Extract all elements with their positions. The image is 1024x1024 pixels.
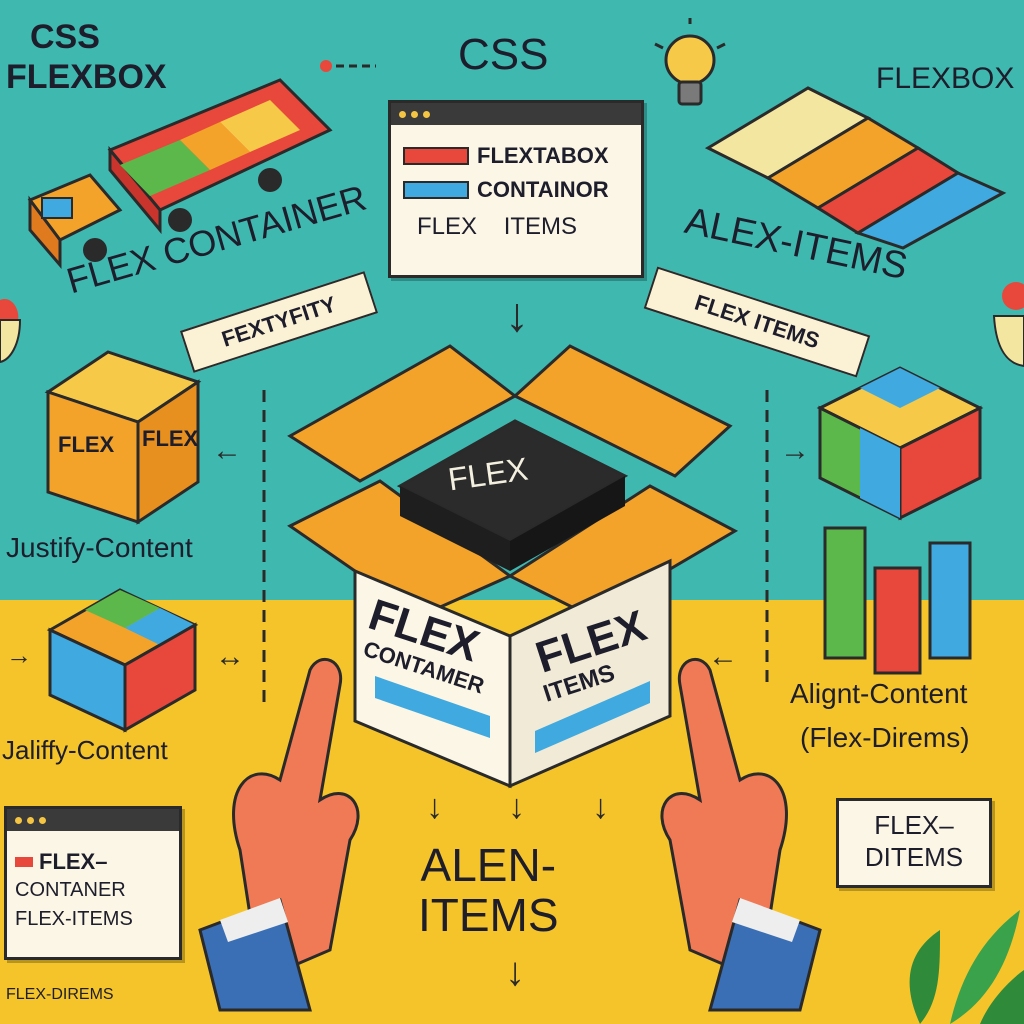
window-titlebar bbox=[391, 103, 641, 125]
open-box-icon bbox=[287, 344, 739, 789]
arrow-left-2: ← bbox=[708, 640, 738, 673]
right-sign: FLEX– DITEMS bbox=[836, 798, 992, 888]
cube-left-label-2: FLEX bbox=[142, 426, 199, 451]
arrow-down-b3: ↓ bbox=[592, 788, 609, 826]
flex-items-stripes bbox=[704, 86, 1007, 250]
bar-blocks-right bbox=[823, 526, 972, 675]
title-flexbox: FLEXBOX bbox=[6, 58, 167, 96]
window-line-3: FLEX ITEMS bbox=[417, 213, 578, 240]
lightbulb-icon bbox=[654, 18, 726, 106]
label-alen-items: ALEN- ITEMS bbox=[418, 839, 559, 941]
hand-icon bbox=[660, 657, 822, 1012]
label-flex-direms: (Flex-Direms) bbox=[800, 722, 970, 753]
bowl-right bbox=[992, 282, 1024, 368]
color-cube-left bbox=[46, 588, 199, 733]
arrow-down-b4: ↓ bbox=[505, 950, 525, 994]
arrow-down-b1: ↓ bbox=[426, 788, 443, 826]
truck-icon bbox=[27, 78, 333, 270]
bowl-left bbox=[0, 299, 22, 364]
title-flexbox-right: FLEXBOX bbox=[876, 62, 1015, 95]
label-justify-content: Justify-Content bbox=[6, 532, 193, 563]
left-window-line-1: FLEX– bbox=[39, 849, 108, 874]
hand-icon bbox=[198, 657, 360, 1012]
center-window: FLEXTABOX CONTAINOR FLEX ITEMS bbox=[388, 100, 644, 278]
window-line-1: FLEXTABOX bbox=[477, 143, 609, 168]
blue-swatch bbox=[403, 181, 469, 199]
left-window-line-2: CONTANER bbox=[15, 879, 126, 901]
arrow-right-3: → bbox=[6, 640, 32, 670]
right-sign-text: FLEX– DITEMS bbox=[864, 810, 964, 872]
arrow-down-b2: ↓ bbox=[508, 788, 525, 826]
arrow-right-1: → bbox=[780, 434, 810, 467]
left-window: FLEX– CONTANER FLEX-ITEMS bbox=[4, 806, 182, 960]
arrow-left-1: ← bbox=[212, 434, 242, 467]
pin-icon bbox=[320, 60, 376, 72]
dashed-line-left bbox=[262, 390, 266, 710]
dashed-line-right bbox=[765, 390, 769, 690]
arrow-lr-2: ↔ bbox=[215, 640, 245, 673]
cube-left-label-1: FLEX bbox=[58, 432, 115, 457]
footer-flex-direms: FLEX-DIREMS bbox=[6, 986, 114, 1003]
label-jaliffy-content: Jaliffy-Content bbox=[2, 735, 168, 765]
left-window-line-3: FLEX-ITEMS bbox=[15, 908, 133, 930]
flex-cube-left bbox=[44, 350, 202, 525]
title-css: CSS bbox=[30, 18, 100, 56]
label-alignt-content: Alignt-Content bbox=[790, 678, 968, 709]
title-css-center: CSS bbox=[458, 30, 549, 79]
plant-icon bbox=[909, 910, 1024, 1024]
red-swatch bbox=[403, 147, 469, 165]
color-cube-right bbox=[816, 366, 984, 521]
left-red-swatch bbox=[15, 857, 33, 867]
left-window-titlebar bbox=[7, 809, 179, 831]
window-line-2: CONTAINOR bbox=[477, 177, 609, 202]
arrow-down-center: ↓ bbox=[505, 289, 529, 342]
